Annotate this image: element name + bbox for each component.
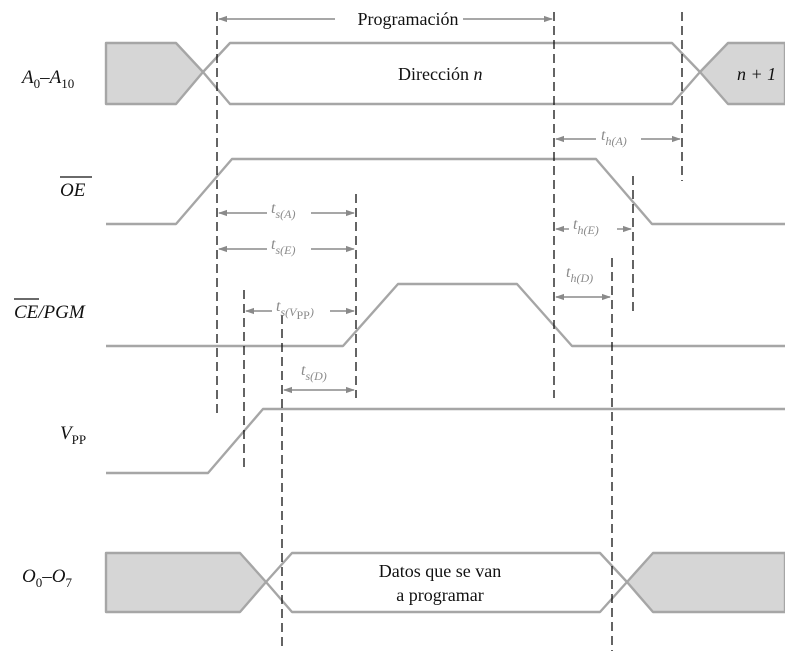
th-d-label: th(D) (566, 264, 593, 285)
output-bus-invalid-left (104, 551, 268, 614)
output-bus-invalid-right (625, 551, 785, 614)
ts-d-label: ts(D) (301, 362, 327, 383)
ce-pgm-signal-label: CE/PGM (14, 302, 86, 323)
address-bus-invalid-right (698, 41, 785, 106)
data-label-line1: Datos que se van (379, 561, 501, 581)
oe-signal-label: OE (60, 180, 86, 201)
ts-e-label: ts(E) (271, 236, 295, 257)
oe-waveform (106, 157, 785, 226)
programming-label: Programación (358, 9, 459, 29)
address-bus-invalid-left (104, 41, 205, 106)
address-bus-label: Dirección n (398, 64, 482, 84)
output-signal-label: O0–O7 (22, 566, 72, 590)
vpp-waveform (106, 407, 785, 475)
data-label-line2: a programar (396, 585, 483, 605)
ts-vpp-label: ts(VPP) (276, 298, 314, 322)
vpp-signal-label: VPP (60, 423, 86, 447)
th-a-label: th(A) (601, 127, 627, 148)
ce-pgm-waveform (106, 282, 785, 348)
ts-a-label: ts(A) (271, 200, 295, 221)
next-address-label: n + 1 (737, 64, 776, 84)
th-e-label: th(E) (573, 216, 599, 237)
address-signal-label: A0–A10 (20, 67, 74, 91)
